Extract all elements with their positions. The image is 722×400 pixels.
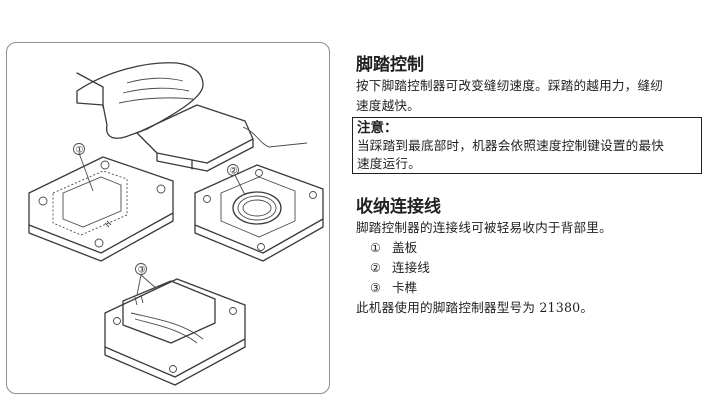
pedal-illustration: ① ② xyxy=(28,62,324,386)
pedal-control-heading: 脚踏控制 xyxy=(356,55,424,75)
list-item-label: 连接线 xyxy=(392,260,430,275)
list-item-number: ② xyxy=(370,261,381,275)
note-text-line2: 速度运行。 xyxy=(357,156,421,171)
list-item: ② 连接线 xyxy=(356,258,702,278)
pedal-cord-coiled-drawing: ② xyxy=(194,164,324,262)
note-title: 注意： xyxy=(357,120,398,136)
callout-3-label: ③ xyxy=(138,266,146,276)
cord-storage-heading: 收纳连接线 xyxy=(356,197,441,217)
pedal-control-text-line2: 速度越快。 xyxy=(356,98,420,113)
list-item-label: 盖板 xyxy=(392,240,418,255)
note-text-line1: 当踩踏到最底部时，机器会依照速度控制键设置的最快 xyxy=(357,138,665,153)
list-item-number: ③ xyxy=(370,281,381,295)
note-box: 注意： 当踩踏到最底部时，机器会依照速度控制键设置的最快 速度运行。 xyxy=(352,117,702,174)
list-item-label: 卡榫 xyxy=(392,280,418,295)
pedal-underside-cover-drawing: ① xyxy=(28,143,174,262)
list-item-number: ① xyxy=(370,241,381,255)
list-item: ③ 卡榫 xyxy=(356,278,702,298)
cord-storage-intro: 脚踏控制器的连接线可被轻易收内于背部里。 xyxy=(356,220,612,235)
pedal-illustration-panel: ① ② xyxy=(6,42,330,394)
parts-list: ① 盖板 ② 连接线 ③ 卡榫 xyxy=(356,238,702,298)
callout-2-label: ② xyxy=(230,167,238,177)
pedal-control-text-line1: 按下脚踏控制器可改变缝纫速度。踩踏的越用力，缝纫 xyxy=(356,78,664,93)
pedal-control-section: 脚踏控制 按下脚踏控制器可改变缝纫速度。踩踏的越用力，缝纫 速度越快。 xyxy=(356,54,702,116)
foot-on-pedal-drawing xyxy=(76,62,308,172)
pedal-model-text: 此机器使用的脚踏控制器型号为 21380。 xyxy=(356,300,594,315)
list-item: ① 盖板 xyxy=(356,238,702,258)
callout-1-label: ① xyxy=(76,146,84,156)
pedal-cover-latch-drawing: ③ xyxy=(104,263,246,386)
